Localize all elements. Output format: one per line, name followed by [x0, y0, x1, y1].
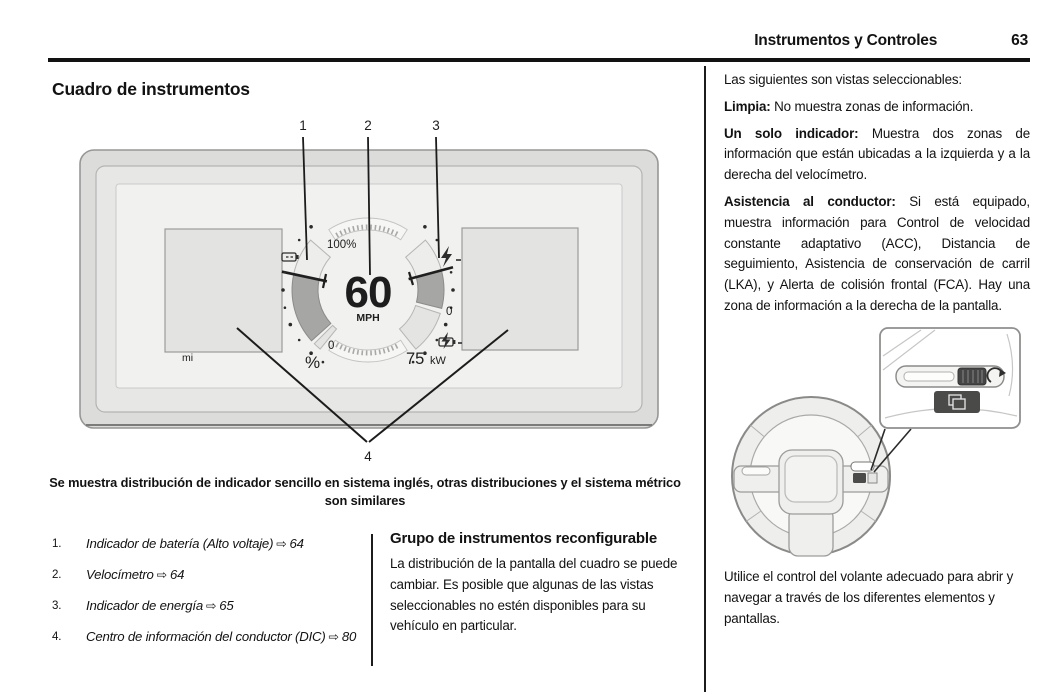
column-divider	[704, 66, 706, 692]
left-info-zone	[164, 228, 283, 353]
energy-gauge	[398, 239, 454, 350]
legend-item-1: 1. Indicador de batería (Alto voltaje)⇨6…	[52, 533, 364, 555]
controls-inset	[879, 327, 1021, 429]
view-desc: Si está equipado, muestra información pa…	[724, 193, 1030, 313]
energy-zero-label: 0	[446, 306, 452, 318]
figure-caption: Se muestra distribución de indicador sen…	[49, 475, 681, 508]
inset-pointer-lines	[870, 428, 912, 473]
pages-button	[934, 391, 980, 413]
view-term: Limpia:	[724, 98, 771, 114]
steering-wheel-figure	[725, 326, 1035, 566]
bottom-spoke	[788, 507, 834, 557]
hub-pad-inner	[784, 455, 838, 503]
callout-2: 2	[364, 118, 372, 133]
power-value: 75	[406, 350, 424, 368]
speed-unit: MPH	[356, 312, 379, 324]
thumbwheel	[957, 367, 987, 386]
legend-label: Indicador de batería (Alto voltaje)⇨64	[86, 536, 304, 551]
callout-lines	[236, 136, 509, 443]
legend-number: 3.	[52, 600, 62, 612]
callout-3: 3	[432, 118, 440, 133]
instrument-cluster-figure: mi	[60, 112, 680, 472]
speedo-ring-top	[328, 217, 408, 241]
legend-divider	[371, 534, 373, 666]
legend-page-ref: 64	[289, 536, 304, 551]
callout-4: 4	[364, 449, 372, 464]
view-term: Asistencia al conductor:	[724, 193, 896, 209]
subsection-title: Grupo de instrumentos reconfigurable	[390, 530, 657, 547]
chapter-title: Instrumentos y Controles	[754, 32, 938, 49]
callout-legend: 1. Indicador de batería (Alto voltaje)⇨6…	[52, 533, 364, 657]
selectable-views-section: Las siguientes son vistas seleccionables…	[724, 70, 1030, 323]
view-driver-assist: Asistencia al conductor: Si está equipad…	[724, 192, 1030, 317]
reconfigurable-cluster-section: Grupo de instrumentos reconfigurable La …	[390, 530, 696, 637]
wheel-instructions: Utilice el control del volante adecuado …	[724, 569, 1014, 626]
power-unit: kW	[430, 355, 447, 367]
view-clean: Limpia: No muestra zonas de información.	[724, 97, 1030, 118]
view-single-gauge: Un solo indicador: Muestra dos zonas de …	[724, 124, 1030, 186]
page-number: 63	[1011, 32, 1028, 49]
legend-label: Indicador de energía⇨65	[86, 598, 234, 613]
legend-label: Centro de información del conductor (DIC…	[86, 629, 357, 644]
callout-1: 1	[299, 118, 307, 133]
header-rule	[48, 58, 1030, 62]
legend-number: 1.	[52, 538, 62, 550]
odometer-unit-label: mi	[182, 352, 193, 364]
gauge-tick-dots	[281, 225, 455, 364]
legend-page-ref: 80	[341, 629, 357, 644]
legend-number: 2.	[52, 569, 62, 581]
subsection-body: La distribución de la pantalla del cuadr…	[390, 556, 678, 634]
legend-label: Velocímetro⇨64	[86, 567, 185, 582]
battery-unit-label: %	[305, 353, 320, 372]
steering-wheel-svg	[731, 327, 1021, 557]
section-title: Cuadro de instrumentos	[52, 79, 250, 99]
legend-item-3: 3. Indicador de energía⇨65	[52, 595, 364, 617]
cross-ref-arrow-icon: ⇨	[328, 630, 339, 644]
battery-gauge-needle	[281, 270, 328, 283]
legend-item-2: 2. Velocímetro⇨64	[52, 564, 364, 586]
right-spoke-controls	[850, 461, 878, 484]
cross-ref-arrow-icon: ⇨	[276, 537, 287, 551]
lightning-bolt-icon	[441, 246, 461, 267]
view-desc: No muestra zonas de información.	[770, 98, 974, 114]
speed-value: 60	[345, 268, 392, 317]
legend-item-4: 4. Centro de información del conductor (…	[52, 626, 364, 648]
view-desc: Muestra dos zonas de información que est…	[724, 125, 1030, 183]
rim-segment-lines	[746, 424, 876, 522]
view-term: Un solo indicador:	[724, 125, 859, 141]
legend-page-ref: 65	[219, 598, 234, 613]
battery-icon	[281, 252, 299, 262]
cross-ref-arrow-icon: ⇨	[205, 599, 217, 613]
energy-gauge-needle	[408, 265, 454, 281]
battery-full-label: 100%	[327, 239, 356, 251]
speedo-ring-bottom	[328, 339, 408, 363]
legend-number: 4.	[52, 631, 62, 643]
page-header: Instrumentos y Controles 63	[48, 32, 1028, 50]
left-spoke-control	[741, 466, 771, 476]
views-intro: Las siguientes son vistas seleccionables…	[724, 72, 962, 87]
rotate-arrow-icon	[986, 367, 1006, 383]
instrument-cluster-svg: mi	[79, 118, 659, 464]
cross-ref-arrow-icon: ⇨	[156, 568, 167, 582]
right-info-zone	[461, 227, 579, 351]
battery-empty-label: 0	[328, 340, 334, 352]
legend-page-ref: 64	[169, 567, 185, 582]
charging-battery-icon	[438, 332, 462, 349]
control-slot	[903, 371, 955, 382]
battery-gauge	[281, 239, 338, 350]
